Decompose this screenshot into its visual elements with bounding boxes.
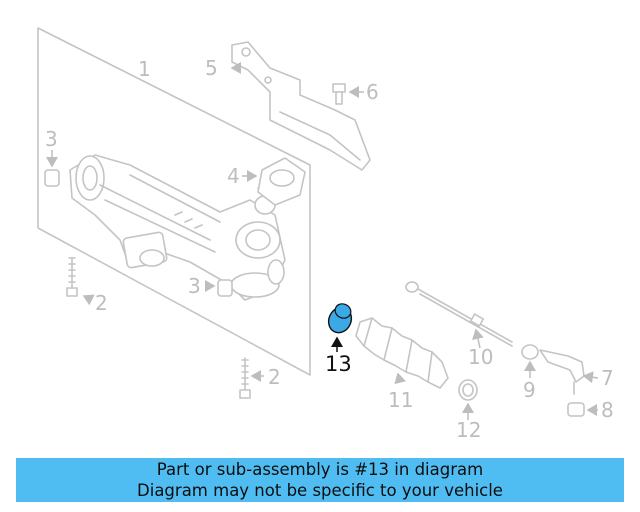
callout-3b: 3	[188, 274, 201, 298]
cap-8	[567, 402, 585, 417]
steering-gear-body	[69, 154, 286, 301]
callout-13[interactable]: 13	[325, 352, 352, 376]
insert-3a	[44, 169, 60, 187]
callout-1: 1	[138, 57, 151, 81]
callout-12: 12	[456, 418, 481, 442]
callout-8: 8	[601, 398, 614, 422]
callout-10: 10	[468, 345, 493, 369]
callout-9: 9	[523, 378, 536, 402]
ring-13-highlighted[interactable]	[325, 301, 356, 336]
callout-3a: 3	[45, 127, 58, 151]
boot-11	[355, 317, 449, 389]
callout-2b: 2	[268, 365, 281, 389]
insert-3b	[217, 279, 233, 297]
callout-7: 7	[601, 366, 614, 390]
info-banner: Part or sub-assembly is #13 in diagram D…	[16, 458, 624, 502]
callout-6: 6	[366, 80, 379, 104]
parts-diagram: 1 5 6 3 4 3 2 2 13 10 9 7 11 8 12	[37, 27, 614, 442]
clamp-12	[458, 379, 478, 401]
bolt-2b	[239, 357, 251, 399]
leader-lines	[46, 62, 599, 420]
banner-line-2: Diagram may not be specific to your vehi…	[137, 481, 503, 500]
tie-rod-end-7	[539, 349, 585, 395]
callout-4: 4	[227, 164, 240, 188]
washer-9	[521, 344, 539, 360]
tie-rod-10	[405, 281, 513, 347]
banner-line-1: Part or sub-assembly is #13 in diagram	[156, 460, 484, 479]
steering-gear-assembly-panel	[37, 27, 311, 376]
callout-11: 11	[388, 388, 413, 412]
callout-2a: 2	[95, 291, 108, 315]
bushing-4	[257, 157, 306, 206]
bolt-6	[332, 83, 346, 105]
callout-5: 5	[205, 56, 218, 80]
bolt-2a	[66, 257, 78, 297]
mounting-bracket	[231, 41, 371, 171]
